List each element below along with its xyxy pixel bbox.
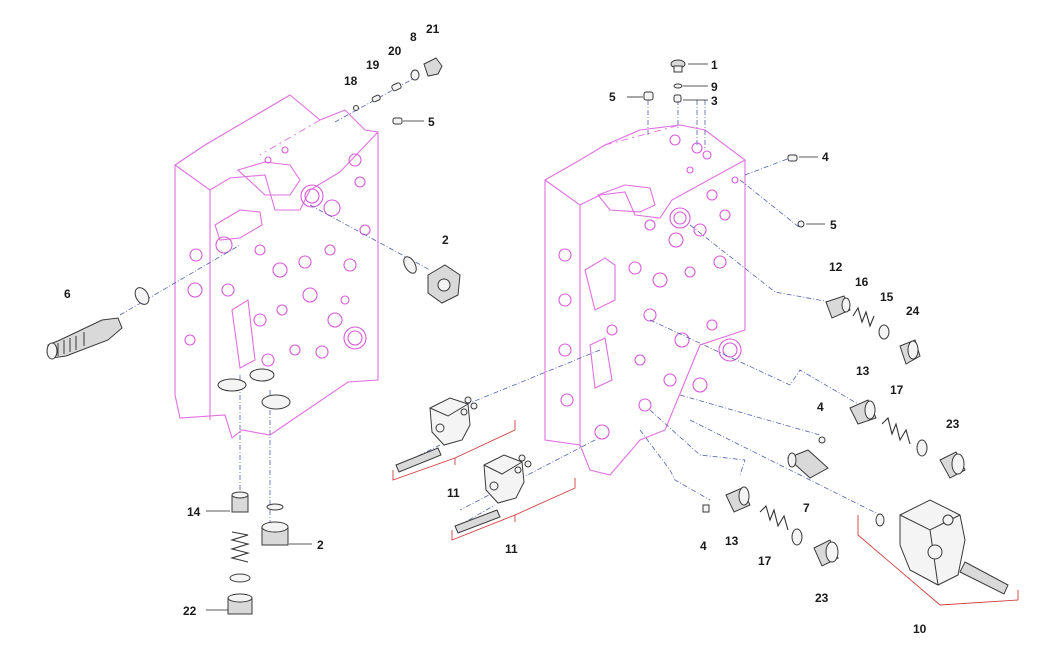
callout-10: 10 — [913, 622, 927, 636]
part-17-spring-lower — [759, 504, 789, 531]
callout-13-lower: 13 — [725, 534, 739, 548]
callout-19: 19 — [366, 58, 380, 72]
callout-5-right-top: 5 — [609, 90, 616, 104]
callout-24: 24 — [906, 304, 920, 318]
callout-2-lower: 2 — [317, 538, 324, 552]
callout-21: 21 — [426, 22, 440, 36]
part-2-plug-upper — [403, 256, 461, 304]
part-13-sleeve-lower — [725, 486, 751, 513]
part-seal-ring-left — [134, 287, 150, 305]
callout-17-lower: 17 — [758, 554, 772, 568]
part-24-plug — [899, 339, 921, 365]
right-centerlines — [399, 100, 881, 526]
right-valve-housing — [544, 124, 746, 476]
callout-23-upper: 23 — [946, 417, 960, 431]
part-11-cover-lower — [454, 454, 532, 534]
callout-20: 20 — [388, 44, 402, 58]
leader-lines — [206, 63, 825, 611]
callout-4-right-mid: 4 — [817, 400, 824, 414]
part-small-fittings-top — [353, 57, 443, 125]
callout-4-bottom: 4 — [700, 539, 707, 553]
part-11-cover-upper — [395, 396, 478, 473]
left-valve-housing — [174, 94, 379, 439]
part-ring-stack-bottom-left — [217, 368, 291, 410]
part-17-spring-upper — [881, 416, 911, 445]
callout-6: 6 — [64, 287, 71, 301]
callout-9: 9 — [711, 80, 718, 94]
callout-17-upper: 17 — [890, 383, 904, 397]
callout-3: 3 — [711, 94, 718, 108]
part-12-sleeve — [825, 295, 851, 319]
part-13-sleeve-upper — [849, 399, 877, 425]
callout-11-upper: 11 — [447, 486, 460, 500]
callout-12: 12 — [829, 260, 843, 274]
callout-23-lower: 23 — [815, 591, 829, 605]
callout-15: 15 — [880, 290, 894, 304]
group-brackets — [392, 420, 1019, 606]
part-15-ring — [878, 324, 890, 340]
part-10-cover-block — [875, 499, 1009, 595]
callout-5-left: 5 — [428, 115, 435, 129]
callout-4-right-top: 4 — [822, 150, 829, 164]
callout-8: 8 — [410, 30, 417, 44]
callout-16: 16 — [855, 275, 869, 289]
callout-5-right: 5 — [830, 218, 837, 232]
part-spring-left — [229, 531, 251, 563]
callout-labels: 1 9 3 5 4 5 12 16 15 24 13 17 4 23 7 4 1… — [64, 22, 960, 636]
left-centerlines — [119, 74, 431, 540]
part-23-plug-lower — [813, 539, 839, 567]
callout-18: 18 — [344, 74, 358, 88]
part-22-plug — [227, 593, 253, 615]
callout-13-upper: 13 — [856, 364, 870, 378]
part-1-cap-screw — [643, 59, 686, 103]
callout-11-lower: 11 — [505, 542, 518, 556]
part-ring-upper-right — [916, 439, 928, 457]
callout-14: 14 — [187, 505, 201, 519]
callout-22: 22 — [183, 604, 197, 618]
part-14-cap — [231, 491, 249, 513]
part-6-spool — [46, 317, 123, 360]
callout-2-upper: 2 — [442, 233, 449, 247]
part-23-plug-upper — [939, 451, 966, 479]
part-ring-left-lower — [229, 573, 251, 583]
part-16-spring — [852, 306, 875, 328]
part-7-spool — [787, 449, 829, 479]
part-ring-lower-right — [791, 528, 803, 546]
callout-7: 7 — [803, 501, 810, 515]
part-small-fittings-right — [702, 154, 826, 513]
callout-1: 1 — [711, 58, 718, 72]
part-2-plug-lower — [261, 503, 289, 546]
